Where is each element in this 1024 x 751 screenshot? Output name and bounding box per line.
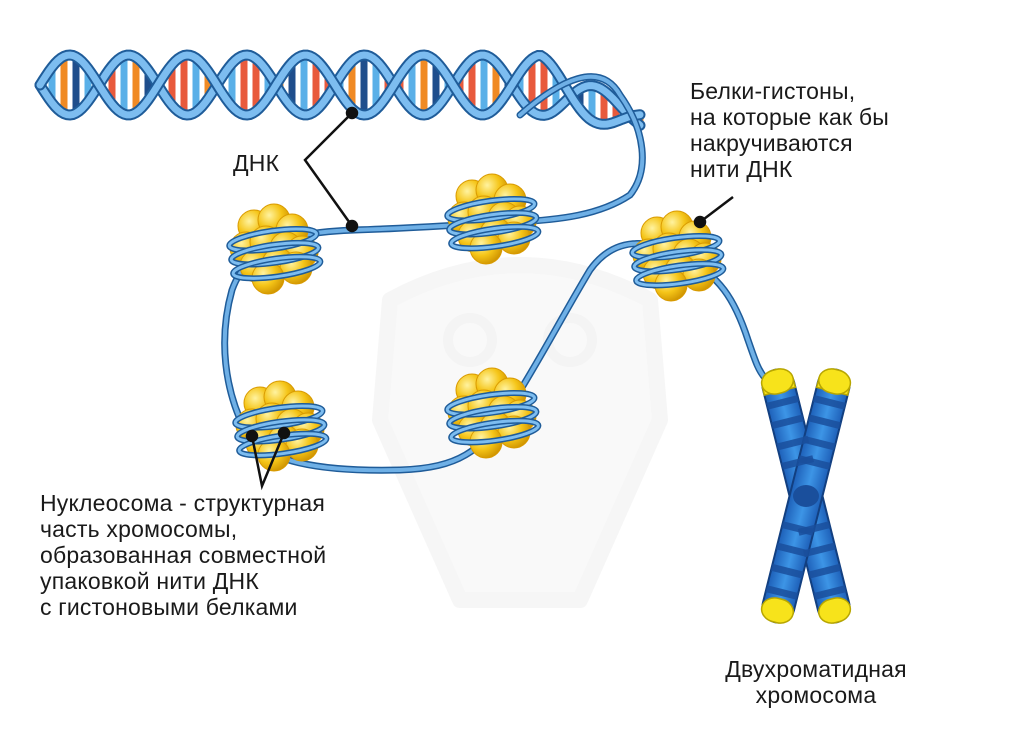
dna-double-helix bbox=[34, 49, 646, 131]
nucleosome-label-line: образованная совместной bbox=[40, 542, 327, 568]
nucleosome-label-line: упаковкой нити ДНК bbox=[40, 568, 259, 594]
chromosome bbox=[760, 368, 852, 624]
dna-wrap-fill bbox=[630, 234, 721, 260]
chromosome-label-line: Двухроматидная bbox=[725, 656, 907, 682]
chromatid-band bbox=[813, 585, 847, 600]
dna-label-text: ДНК bbox=[233, 150, 280, 176]
pointer-nucleosome bbox=[245, 426, 291, 491]
telomere-top bbox=[817, 368, 852, 395]
chromatid-band bbox=[776, 435, 810, 451]
chromatid-band bbox=[770, 563, 804, 579]
nucleosome bbox=[444, 173, 542, 265]
dna-wrap-fill bbox=[449, 419, 540, 444]
dna-wrap-fill bbox=[445, 391, 536, 417]
dna-label: ДНК bbox=[233, 150, 279, 176]
chromatid bbox=[760, 368, 852, 624]
chromatid-band bbox=[776, 542, 809, 558]
dna-wrap-fill bbox=[447, 211, 538, 236]
nucleosome-label-line: часть хромосомы, bbox=[40, 516, 238, 542]
chromatid-band bbox=[797, 455, 831, 470]
chromatid-band bbox=[808, 414, 841, 430]
nucleosome bbox=[444, 367, 542, 459]
dna-wrap-fill bbox=[229, 241, 320, 266]
nucleosome bbox=[232, 380, 330, 472]
nucleosome-label-line: Нуклеосома - структурная bbox=[40, 490, 325, 516]
centromere bbox=[793, 485, 819, 507]
dna-wrap-fill bbox=[632, 248, 723, 273]
pointer-histones bbox=[693, 196, 734, 229]
chromatid-band bbox=[765, 585, 799, 600]
telomere-bottom bbox=[760, 597, 795, 624]
dna-wrap-fill bbox=[227, 227, 318, 253]
chromatid-band bbox=[802, 435, 836, 451]
histones-label-line: Белки-гистоны, bbox=[690, 78, 856, 104]
dna-wrap-fill bbox=[233, 404, 324, 430]
dna-wrap-fill bbox=[231, 255, 322, 280]
chromatid bbox=[760, 368, 852, 624]
telomere-bottom bbox=[817, 597, 852, 624]
nucleosome bbox=[226, 203, 324, 295]
dna-wrap-fill bbox=[445, 197, 536, 223]
nucleosome bbox=[629, 210, 727, 302]
histones-label-line: нити ДНК bbox=[690, 156, 793, 182]
chromosome-label-line: хромосома bbox=[755, 682, 877, 708]
chromatid-band bbox=[803, 542, 836, 558]
chromatid-band bbox=[781, 521, 815, 536]
chromosome-label: Двухроматидная хромосома bbox=[686, 656, 946, 708]
histones-label-line: на которые как бы bbox=[690, 104, 889, 130]
dna-wrap-fill bbox=[447, 405, 538, 430]
chromatid-band bbox=[808, 563, 842, 579]
nucleosome-label: Нуклеосома - структурная часть хромосомы… bbox=[40, 490, 326, 620]
dna-strand bbox=[36, 51, 644, 129]
histones-label-line: накручиваются bbox=[690, 130, 853, 156]
pointer-dna bbox=[303, 106, 359, 233]
dna-wrap-fill bbox=[634, 262, 725, 287]
chromatid-band bbox=[812, 395, 846, 410]
telomere-top bbox=[760, 368, 795, 395]
chromatid-band bbox=[771, 414, 804, 430]
dna-wrap-fill bbox=[449, 225, 540, 250]
histones-label: Белки-гистоны, на которые как бы накручи… bbox=[690, 78, 889, 182]
chromatid-band bbox=[766, 395, 800, 410]
dna-strand bbox=[36, 51, 644, 128]
nucleosome-label-line: с гистоновыми белками bbox=[40, 594, 298, 620]
